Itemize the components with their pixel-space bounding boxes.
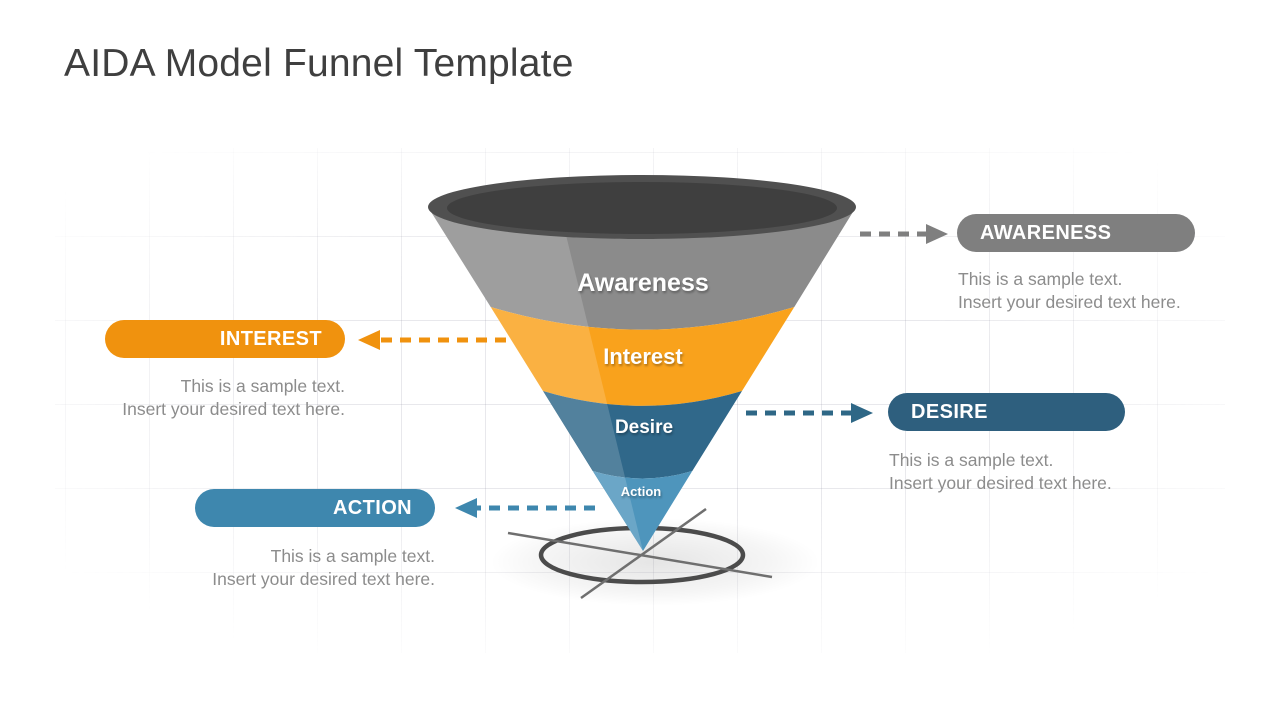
callout-pill-awareness: AWARENESS	[957, 214, 1195, 252]
funnel-rim-inner	[447, 182, 837, 234]
sample-text-line: This is a sample text.	[270, 546, 435, 566]
sample-text-line: Insert your desired text here.	[122, 399, 345, 419]
dashed-arrow-interest-icon	[358, 330, 506, 350]
callout-pill-interest: INTEREST	[105, 320, 345, 358]
funnel-label-awareness: Awareness	[577, 269, 709, 297]
funnel-highlight	[428, 207, 643, 551]
callout-pill-action: ACTION	[195, 489, 435, 527]
funnel-label-interest: Interest	[603, 344, 683, 369]
sample-text-line: Insert your desired text here.	[212, 569, 435, 589]
funnel-cone	[428, 175, 856, 551]
page-title: AIDA Model Funnel Template	[64, 42, 574, 85]
callout-text-awareness: This is a sample text. Insert your desir…	[958, 268, 1181, 314]
dashed-arrow-desire-icon	[746, 403, 873, 423]
sample-text-line: Insert your desired text here.	[958, 292, 1181, 312]
callout-text-action: This is a sample text. Insert your desir…	[155, 545, 435, 591]
sample-text-line: This is a sample text.	[180, 376, 345, 396]
dashed-arrow-action-icon	[455, 498, 595, 518]
callout-pill-desire: DESIRE	[888, 393, 1125, 431]
sample-text-line: This is a sample text.	[958, 269, 1123, 289]
funnel-stage-interest	[490, 307, 795, 406]
funnel-stage-action	[592, 471, 693, 551]
sample-text-line: This is a sample text.	[889, 450, 1054, 470]
connector-arrows	[358, 224, 948, 518]
base-shadow	[490, 518, 820, 606]
callout-text-interest: This is a sample text. Insert your desir…	[65, 375, 345, 421]
funnel-label-action: Action	[621, 484, 662, 499]
funnel-stage-awareness	[428, 207, 856, 330]
funnel-stage-desire	[543, 391, 742, 479]
funnel-label-desire: Desire	[615, 417, 673, 438]
callout-text-desire: This is a sample text. Insert your desir…	[889, 449, 1112, 495]
dashed-arrow-awareness-icon	[860, 224, 948, 244]
sample-text-line: Insert your desired text here.	[889, 473, 1112, 493]
base-cross-line-steep	[580, 507, 707, 600]
funnel-stage-labels: Awareness Interest Desire Action	[577, 269, 709, 499]
